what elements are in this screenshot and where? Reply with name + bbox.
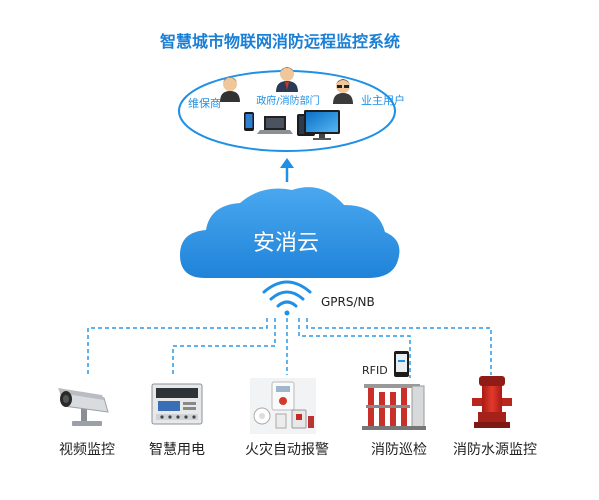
page-title: 智慧城市物联网消防远程监控系统 bbox=[160, 32, 400, 51]
device-label-power: 智慧用电 bbox=[149, 442, 205, 458]
laptop-icon bbox=[257, 116, 293, 134]
video-camera-icon bbox=[58, 388, 109, 426]
device-label-water: 消防水源监控 bbox=[453, 442, 537, 458]
wireless-signal-dot bbox=[284, 310, 290, 316]
wireless-signal-icon bbox=[262, 280, 312, 308]
device-label-patrol: 消防巡检 bbox=[371, 442, 427, 458]
rfid-phone-icon bbox=[394, 351, 409, 377]
owner-label: 业主用户 bbox=[361, 93, 405, 107]
water-pump-icon bbox=[472, 376, 512, 428]
device-label-video: 视频监控 bbox=[59, 442, 115, 458]
government-label: 政府/消防部门 bbox=[256, 94, 319, 107]
phone-icon bbox=[244, 112, 254, 131]
rfid-label: RFID bbox=[362, 364, 388, 377]
cloud-shape bbox=[180, 187, 400, 278]
device-label-fire-alarm: 火灾自动报警 bbox=[245, 441, 329, 458]
maintainer-person-icon bbox=[220, 77, 240, 102]
connection-lines bbox=[87, 318, 492, 378]
fire-alarm-devices-icon bbox=[250, 378, 316, 434]
network-label: GPRS/NB bbox=[321, 295, 375, 309]
cloud-label: 安消云 bbox=[253, 231, 319, 256]
sprinkler-pipes-icon bbox=[362, 384, 426, 430]
owner-person-icon bbox=[333, 79, 353, 104]
maintainer-label: 维保商 bbox=[188, 96, 221, 110]
power-meter-icon bbox=[151, 383, 203, 425]
government-person-icon bbox=[276, 67, 298, 92]
desktop-monitor-icon bbox=[304, 110, 340, 140]
upload-arrow bbox=[280, 158, 294, 182]
